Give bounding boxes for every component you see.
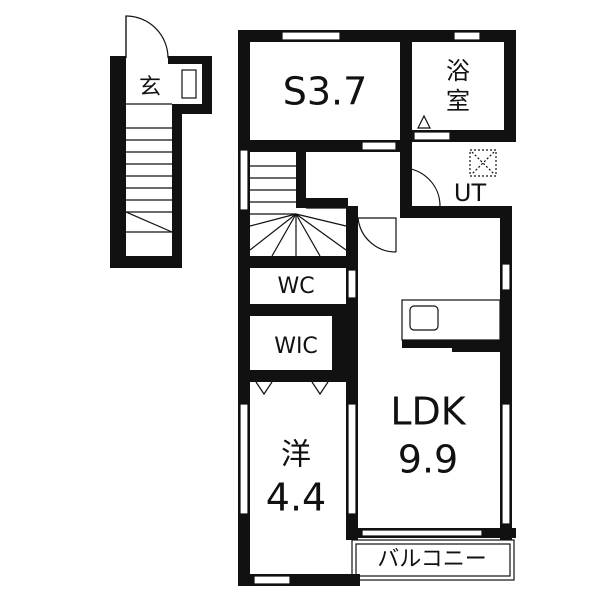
western-room-size: 4.4: [266, 476, 326, 520]
room-labels: S3.7 浴 室 UT WC WIC 洋 4.4 LDK 9.9 バルコニー: [266, 57, 487, 572]
door-s-room: [361, 141, 397, 151]
balcony-label: バルコニー: [377, 547, 487, 572]
window-hall: [239, 149, 249, 211]
wall: [110, 56, 126, 268]
ldk-size: 9.9: [398, 438, 458, 482]
balcony-window: [361, 529, 483, 537]
wic-fold-door-icon: [311, 381, 329, 396]
window-ldk-lower: [501, 403, 511, 525]
utility-label: UT: [454, 179, 487, 207]
closet-label: WIC: [274, 334, 318, 359]
toilet-label: WC: [277, 274, 314, 299]
wall-wc-top: [250, 256, 346, 268]
wall-stair-right: [296, 152, 306, 208]
stair-treads-left: [125, 127, 173, 233]
door-bath: [413, 131, 451, 141]
outer-walls: [238, 30, 516, 586]
genkan-label: 玄: [139, 75, 161, 100]
wall-hall-bottom: [306, 198, 348, 208]
service-room-label: S3.7: [283, 70, 368, 114]
wall-right-upper: [504, 30, 516, 142]
balcony-outline: [351, 539, 515, 581]
wall-wic-bottom: [250, 370, 346, 382]
door-wc: [347, 269, 357, 299]
window-s-room: [281, 31, 341, 41]
wall: [110, 256, 182, 268]
window-western: [239, 403, 249, 515]
entrance-stair-block: 玄: [110, 15, 212, 268]
doors: [255, 114, 441, 396]
wall: [168, 56, 212, 64]
wall: [172, 104, 212, 114]
western-room-name: 洋: [281, 438, 311, 473]
wall-wic-right: [332, 316, 346, 382]
stair-main: [249, 165, 347, 257]
door-ldk-swing-icon: [357, 217, 397, 253]
sink-icon: [409, 305, 439, 331]
balcony-inner: [355, 543, 511, 577]
wic-fold-door-icon: [255, 381, 273, 396]
fixtures: [401, 149, 501, 352]
entry-door-swing-icon: [125, 15, 169, 59]
wall-s-bath: [400, 30, 412, 216]
ldk-name: LDK: [390, 390, 466, 434]
window-bottom-western: [253, 575, 291, 585]
wall-ut-bottom: [400, 206, 512, 218]
bath-label-top: 浴: [446, 57, 470, 85]
wall: [172, 112, 182, 268]
door-ut-swing-icon: [401, 167, 441, 208]
shoe-cabinet: [181, 69, 197, 99]
window-ldk-upper: [501, 263, 511, 291]
step-marker-icon: [417, 114, 431, 129]
door-western-sliding: [347, 403, 357, 515]
bath-label-bottom: 室: [446, 87, 470, 115]
wall: [202, 56, 212, 114]
wall-wc-bottom: [250, 304, 346, 316]
kitchen-counter: [401, 299, 501, 352]
washing-machine-icon: [469, 149, 497, 177]
interior-walls: [250, 30, 516, 540]
window-bath: [453, 31, 481, 41]
